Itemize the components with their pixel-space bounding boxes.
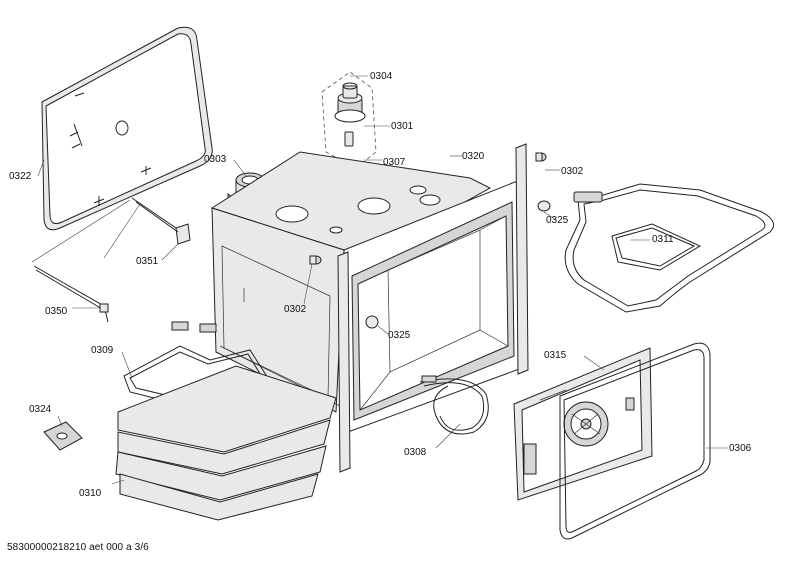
insulation-0310 <box>115 365 337 521</box>
door-seal-0306 <box>559 342 711 540</box>
fan-panel-0315 <box>513 347 653 501</box>
label-0310: 0310 <box>79 488 102 499</box>
lamp-cover-0325-top <box>537 200 551 212</box>
label-0315: 0315 <box>544 350 567 361</box>
label-0302-mid: 0302 <box>284 304 307 315</box>
label-0324: 0324 <box>29 404 52 415</box>
part-labels: 0304 0301 0303 0307 0320 0302 0322 0325 … <box>9 71 752 499</box>
label-0308: 0308 <box>404 447 427 458</box>
lamp-cover-0325-mid <box>365 315 379 329</box>
heating-element-0311 <box>564 183 775 313</box>
label-0304: 0304 <box>370 71 393 82</box>
document-reference: 58300000218210 aet 000 a 3/6 <box>7 542 149 553</box>
rod-0350 <box>33 265 109 323</box>
cable-0308 <box>419 375 489 435</box>
label-0307: 0307 <box>383 157 406 168</box>
pad-0324 <box>43 421 83 451</box>
bracket-0351 <box>131 197 191 245</box>
label-0302-top: 0302 <box>561 166 584 177</box>
label-0303: 0303 <box>204 154 227 165</box>
label-0351: 0351 <box>136 256 159 267</box>
lamp-0302-mid <box>309 255 322 265</box>
label-0320: 0320 <box>462 151 485 162</box>
label-0301: 0301 <box>391 121 414 132</box>
label-0309: 0309 <box>91 345 114 356</box>
label-0325-mid: 0325 <box>388 330 411 341</box>
back-panel-0322 <box>41 26 213 231</box>
label-0311: 0311 <box>652 234 674 245</box>
oven-cavity-0320 <box>210 143 529 473</box>
leader-lines <box>31 75 728 485</box>
lamp-0302-top <box>535 152 547 162</box>
label-0350: 0350 <box>45 306 68 317</box>
label-0306: 0306 <box>729 443 752 454</box>
label-0322: 0322 <box>9 171 32 182</box>
label-0325-top: 0325 <box>546 215 569 226</box>
